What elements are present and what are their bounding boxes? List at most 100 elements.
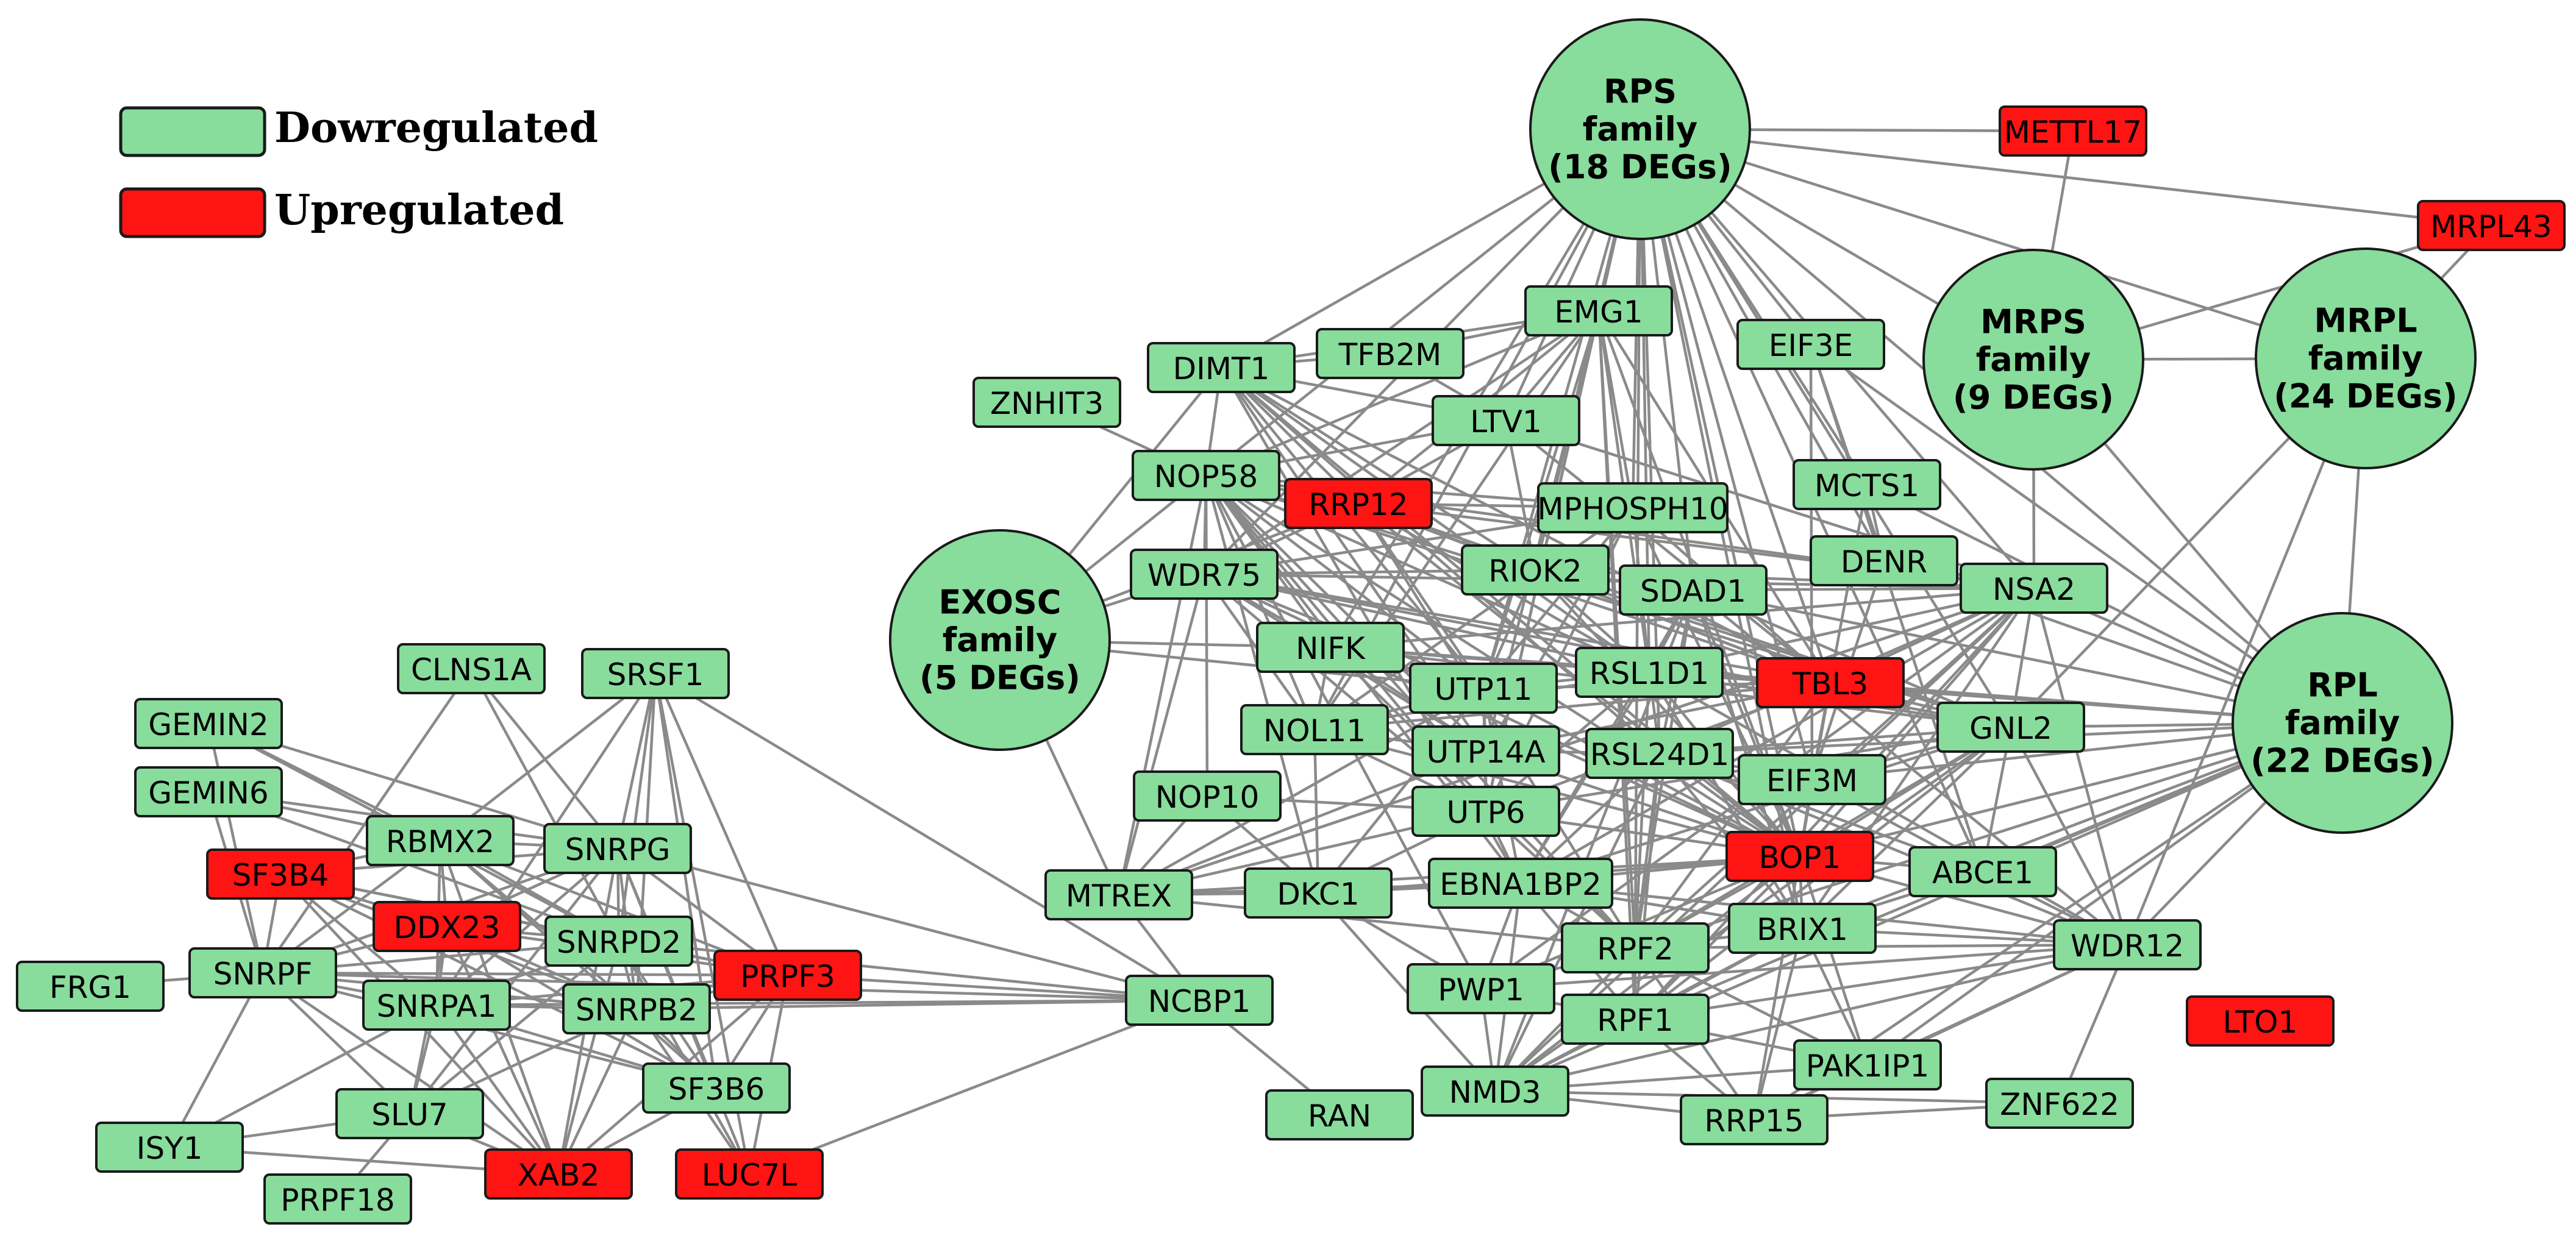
gene-label-rpf1: RPF1 [1597, 1003, 1673, 1038]
gene-node-isy1[interactable]: ISY1 [95, 1122, 244, 1173]
gene-node-rrp15[interactable]: RRP15 [1680, 1094, 1829, 1145]
gene-node-gnl2[interactable]: GNL2 [1936, 702, 2085, 753]
gene-node-pwp1[interactable]: PWP1 [1407, 963, 1555, 1014]
gene-node-ddx23[interactable]: DDX23 [373, 901, 521, 952]
gene-node-rpf2[interactable]: RPF2 [1561, 922, 1710, 973]
gene-node-eif3m[interactable]: EIF3M [1738, 754, 1886, 805]
gene-node-ebna1bp2[interactable]: EBNA1BP2 [1428, 858, 1613, 909]
gene-node-brix1[interactable]: BRIX1 [1728, 903, 1877, 954]
gene-node-ltv1[interactable]: LTV1 [1432, 395, 1580, 446]
gene-node-riok2[interactable]: RIOK2 [1461, 544, 1610, 596]
gene-node-dimt1[interactable]: DIMT1 [1147, 342, 1296, 393]
gene-box-ncbp1 [1125, 975, 1274, 1026]
gene-label-nifk: NIFK [1296, 631, 1366, 666]
gene-label-gnl2: GNL2 [1969, 711, 2052, 746]
gene-node-gemin2[interactable]: GEMIN2 [134, 698, 283, 749]
edge-wdr75-bop1 [1204, 572, 1800, 858]
gene-node-mtrex[interactable]: MTREX [1044, 869, 1193, 920]
gene-node-tfb2m[interactable]: TFB2M [1316, 328, 1465, 379]
edge-ddx23-xab2 [445, 926, 560, 1175]
gene-node-bop1[interactable]: BOP1 [1725, 831, 1874, 882]
edge-bop1-rrp15 [1752, 856, 1802, 1120]
family-circle-rpl [2232, 612, 2453, 834]
gene-node-rpf1[interactable]: RPF1 [1561, 994, 1710, 1045]
gene-node-nop58[interactable]: NOP58 [1132, 450, 1280, 501]
gene-box-wdr75 [1130, 549, 1279, 600]
gene-node-pak1ip1[interactable]: PAK1IP1 [1793, 1039, 1942, 1090]
family-label-rps-line3: (18 DEGs) [1548, 148, 1732, 187]
gene-node-rsl1d1[interactable]: RSL1D1 [1575, 647, 1724, 698]
edge-emg1-mphosph10 [1597, 310, 1635, 508]
gene-node-wdr75[interactable]: WDR75 [1130, 549, 1279, 600]
edge-rsl1d1-wdr12 [1648, 671, 2128, 946]
gene-node-mcts1[interactable]: MCTS1 [1793, 459, 1941, 510]
gene-label-ddx23: DDX23 [394, 910, 501, 945]
gene-node-prpf3[interactable]: PRPF3 [713, 950, 862, 1001]
gene-node-snrpa1[interactable]: SNRPA1 [362, 980, 511, 1031]
gene-box-isy1 [95, 1122, 244, 1173]
gene-node-rbmx2[interactable]: RBMX2 [366, 815, 515, 866]
gene-node-nifk[interactable]: NIFK [1256, 622, 1405, 673]
legend-label-upregulated: Upregulated [274, 186, 564, 235]
gene-node-wdr12[interactable]: WDR12 [2053, 919, 2202, 970]
legend-label-downregulated: Dowregulated [274, 104, 598, 152]
gene-node-rsl24d1[interactable]: RSL24D1 [1585, 728, 1734, 779]
gene-node-utp6[interactable]: UTP6 [1411, 786, 1560, 837]
gene-node-tbl3[interactable]: TBL3 [1756, 657, 1905, 708]
gene-box-rrp15 [1680, 1094, 1829, 1145]
gene-box-clns1a [397, 643, 546, 694]
edge-ltv1-tbl3 [1505, 419, 1832, 684]
gene-node-utp14a[interactable]: UTP14A [1411, 725, 1560, 777]
gene-node-znhit3[interactable]: ZNHIT3 [972, 377, 1121, 428]
gene-node-snrpg[interactable]: SNRPG [543, 823, 692, 874]
gene-node-sf3b6[interactable]: SF3B6 [642, 1062, 791, 1114]
gene-node-rrp12[interactable]: RRP12 [1284, 478, 1433, 529]
gene-node-clns1a[interactable]: CLNS1A [397, 643, 546, 694]
gene-node-lto1[interactable]: LTO1 [2186, 995, 2335, 1047]
gene-node-znf622[interactable]: ZNF622 [1985, 1078, 2134, 1129]
gene-node-nol11[interactable]: NOL11 [1240, 704, 1389, 755]
gene-node-nmd3[interactable]: NMD3 [1421, 1065, 1569, 1117]
gene-node-dkc1[interactable]: DKC1 [1244, 867, 1393, 919]
gene-box-ebna1bp2 [1428, 858, 1613, 909]
family-label-mrps-line2: family [1976, 341, 2091, 379]
family-label-mrps-line1: MRPS [1980, 303, 2086, 341]
gene-label-znhit3: ZNHIT3 [990, 386, 1104, 421]
gene-node-mrpl43[interactable]: MRPL43 [2417, 200, 2566, 251]
gene-node-ncbp1[interactable]: NCBP1 [1125, 975, 1274, 1026]
gene-node-nop10[interactable]: NOP10 [1133, 770, 1282, 822]
gene-node-prpf18[interactable]: PRPF18 [263, 1173, 412, 1225]
gene-node-nsa2[interactable]: NSA2 [1960, 563, 2108, 614]
gene-node-frg1[interactable]: FRG1 [16, 961, 165, 1012]
gene-node-snrpb2[interactable]: SNRPB2 [562, 983, 711, 1034]
gene-node-srsf1[interactable]: SRSF1 [581, 648, 730, 699]
gene-node-mphosph10[interactable]: MPHOSPH10 [1537, 482, 1729, 533]
gene-node-xab2[interactable]: XAB2 [484, 1148, 633, 1200]
gene-node-sdad1[interactable]: SDAD1 [1619, 564, 1768, 616]
gene-node-mettl17[interactable]: METTL17 [1999, 105, 2147, 157]
gene-node-abce1[interactable]: ABCE1 [1908, 846, 2057, 897]
gene-label-prpf18: PRPF18 [280, 1183, 394, 1218]
gene-label-utp6: UTP6 [1446, 795, 1525, 830]
gene-node-snrpf[interactable]: SNRPF [188, 947, 337, 998]
gene-node-eif3e[interactable]: EIF3E [1736, 319, 1885, 370]
gene-node-gemin6[interactable]: GEMIN6 [134, 766, 283, 817]
gene-box-denr [1810, 535, 1958, 586]
family-label-rps-line1: RPS [1604, 73, 1677, 111]
gene-node-emg1[interactable]: EMG1 [1524, 285, 1673, 336]
gene-box-tfb2m [1316, 328, 1465, 379]
gene-label-dkc1: DKC1 [1277, 877, 1359, 912]
gene-node-sf3b4[interactable]: SF3B4 [206, 848, 355, 900]
gene-node-snrpd2[interactable]: SNRPD2 [544, 916, 693, 967]
gene-node-utp11[interactable]: UTP11 [1409, 663, 1558, 714]
gene-node-denr[interactable]: DENR [1810, 535, 1958, 586]
gene-node-ran[interactable]: RAN [1265, 1089, 1414, 1140]
edge-bop1-pak1ip1 [1798, 856, 1869, 1065]
gene-node-slu7[interactable]: SLU7 [335, 1088, 484, 1139]
gene-node-luc7l[interactable]: LUC7L [675, 1148, 824, 1200]
